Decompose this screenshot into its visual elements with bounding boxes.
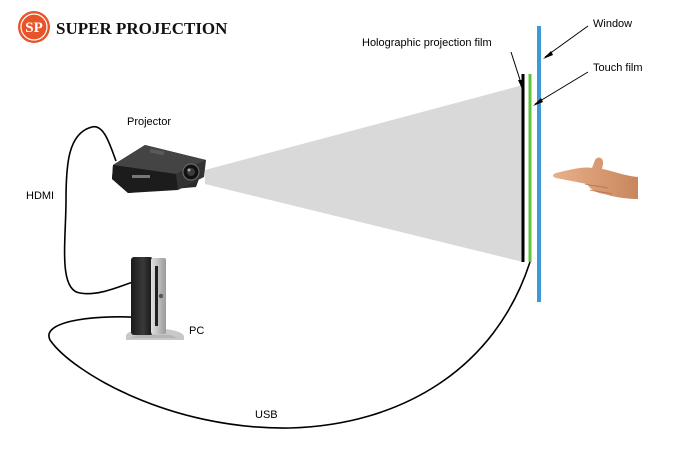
hdmi-cable	[63, 126, 141, 295]
logo-letters: SP	[25, 20, 43, 36]
projection-beam	[205, 85, 523, 262]
touch-film-label: Touch film	[593, 62, 643, 74]
brand-logo: SP	[18, 11, 50, 43]
touch-film-callout-arrow	[533, 71, 589, 106]
usb-cable	[48, 261, 531, 429]
holographic-film-callout-arrow	[510, 51, 523, 89]
window-callout-arrow	[543, 25, 589, 59]
hand-pointing-icon	[553, 157, 638, 199]
projector-label: Projector	[127, 116, 171, 128]
brand-name: SUPER PROJECTION	[56, 19, 228, 38]
pc-label: PC	[189, 325, 204, 337]
logo-badge-ring	[20, 13, 48, 41]
window-label: Window	[593, 18, 632, 30]
projector-icon	[112, 145, 206, 193]
logo-badge	[18, 11, 50, 43]
usb-label: USB	[255, 409, 278, 421]
pc-icon	[126, 257, 184, 340]
holographic-film-label: Holographic projection film	[362, 37, 492, 49]
hdmi-label: HDMI	[26, 190, 54, 202]
